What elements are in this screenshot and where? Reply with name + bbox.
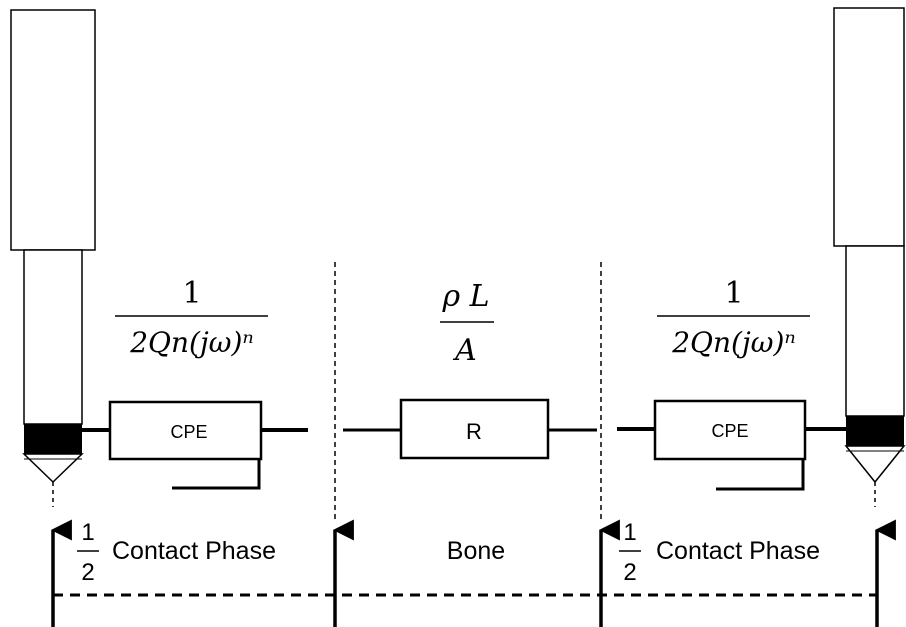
right-half-numerator: 1 xyxy=(623,519,636,546)
left-probe-shaft xyxy=(23,249,83,425)
left-formula: 1 2Qn(jω)ⁿ xyxy=(115,276,268,359)
left-cpe-phase-branch xyxy=(172,459,261,490)
left-formula-denominator: 2Qn(jω)ⁿ xyxy=(129,326,254,359)
middle-formula-numerator: ρ L xyxy=(441,279,489,314)
right-formula-denominator: 2Qn(jω)ⁿ xyxy=(671,326,796,359)
left-probe-tip xyxy=(22,453,84,484)
right-cpe-element: CPE xyxy=(617,399,846,491)
left-cpe-box xyxy=(108,400,263,461)
left-cpe-element: CPE xyxy=(82,400,308,490)
middle-region-text: Bone xyxy=(447,537,505,565)
right-probe-tip xyxy=(844,445,906,484)
right-probe-shaft xyxy=(845,245,905,417)
left-region-label: 1 2 Contact Phase xyxy=(77,519,276,586)
right-region-label: 1 2 Contact Phase xyxy=(619,519,820,586)
right-probe-electrode xyxy=(846,416,904,446)
right-probe-handle xyxy=(833,7,905,247)
bottom-arrows xyxy=(50,519,896,627)
left-formula-numerator: 1 xyxy=(182,276,201,311)
left-half-denominator: 2 xyxy=(81,559,94,586)
right-cpe-phase-branch xyxy=(716,459,805,491)
right-formula: 1 2Qn(jω)ⁿ xyxy=(657,276,810,359)
right-half-denominator: 2 xyxy=(623,559,636,586)
resistor-label: R xyxy=(466,419,482,444)
left-half-numerator: 1 xyxy=(81,519,94,546)
left-region-text: Contact Phase xyxy=(112,537,276,565)
right-probe xyxy=(833,7,906,507)
resistor-box xyxy=(399,398,550,460)
resistor-element: R xyxy=(343,398,597,460)
middle-formula-denominator: A xyxy=(452,333,477,368)
right-region-text: Contact Phase xyxy=(656,537,820,565)
middle-formula: ρ L A xyxy=(440,279,494,368)
left-probe xyxy=(10,9,96,507)
left-probe-electrode xyxy=(24,424,82,454)
right-cpe-label: CPE xyxy=(711,421,748,441)
left-probe-handle xyxy=(10,9,96,251)
left-cpe-label: CPE xyxy=(170,422,207,442)
right-formula-numerator: 1 xyxy=(724,276,743,311)
